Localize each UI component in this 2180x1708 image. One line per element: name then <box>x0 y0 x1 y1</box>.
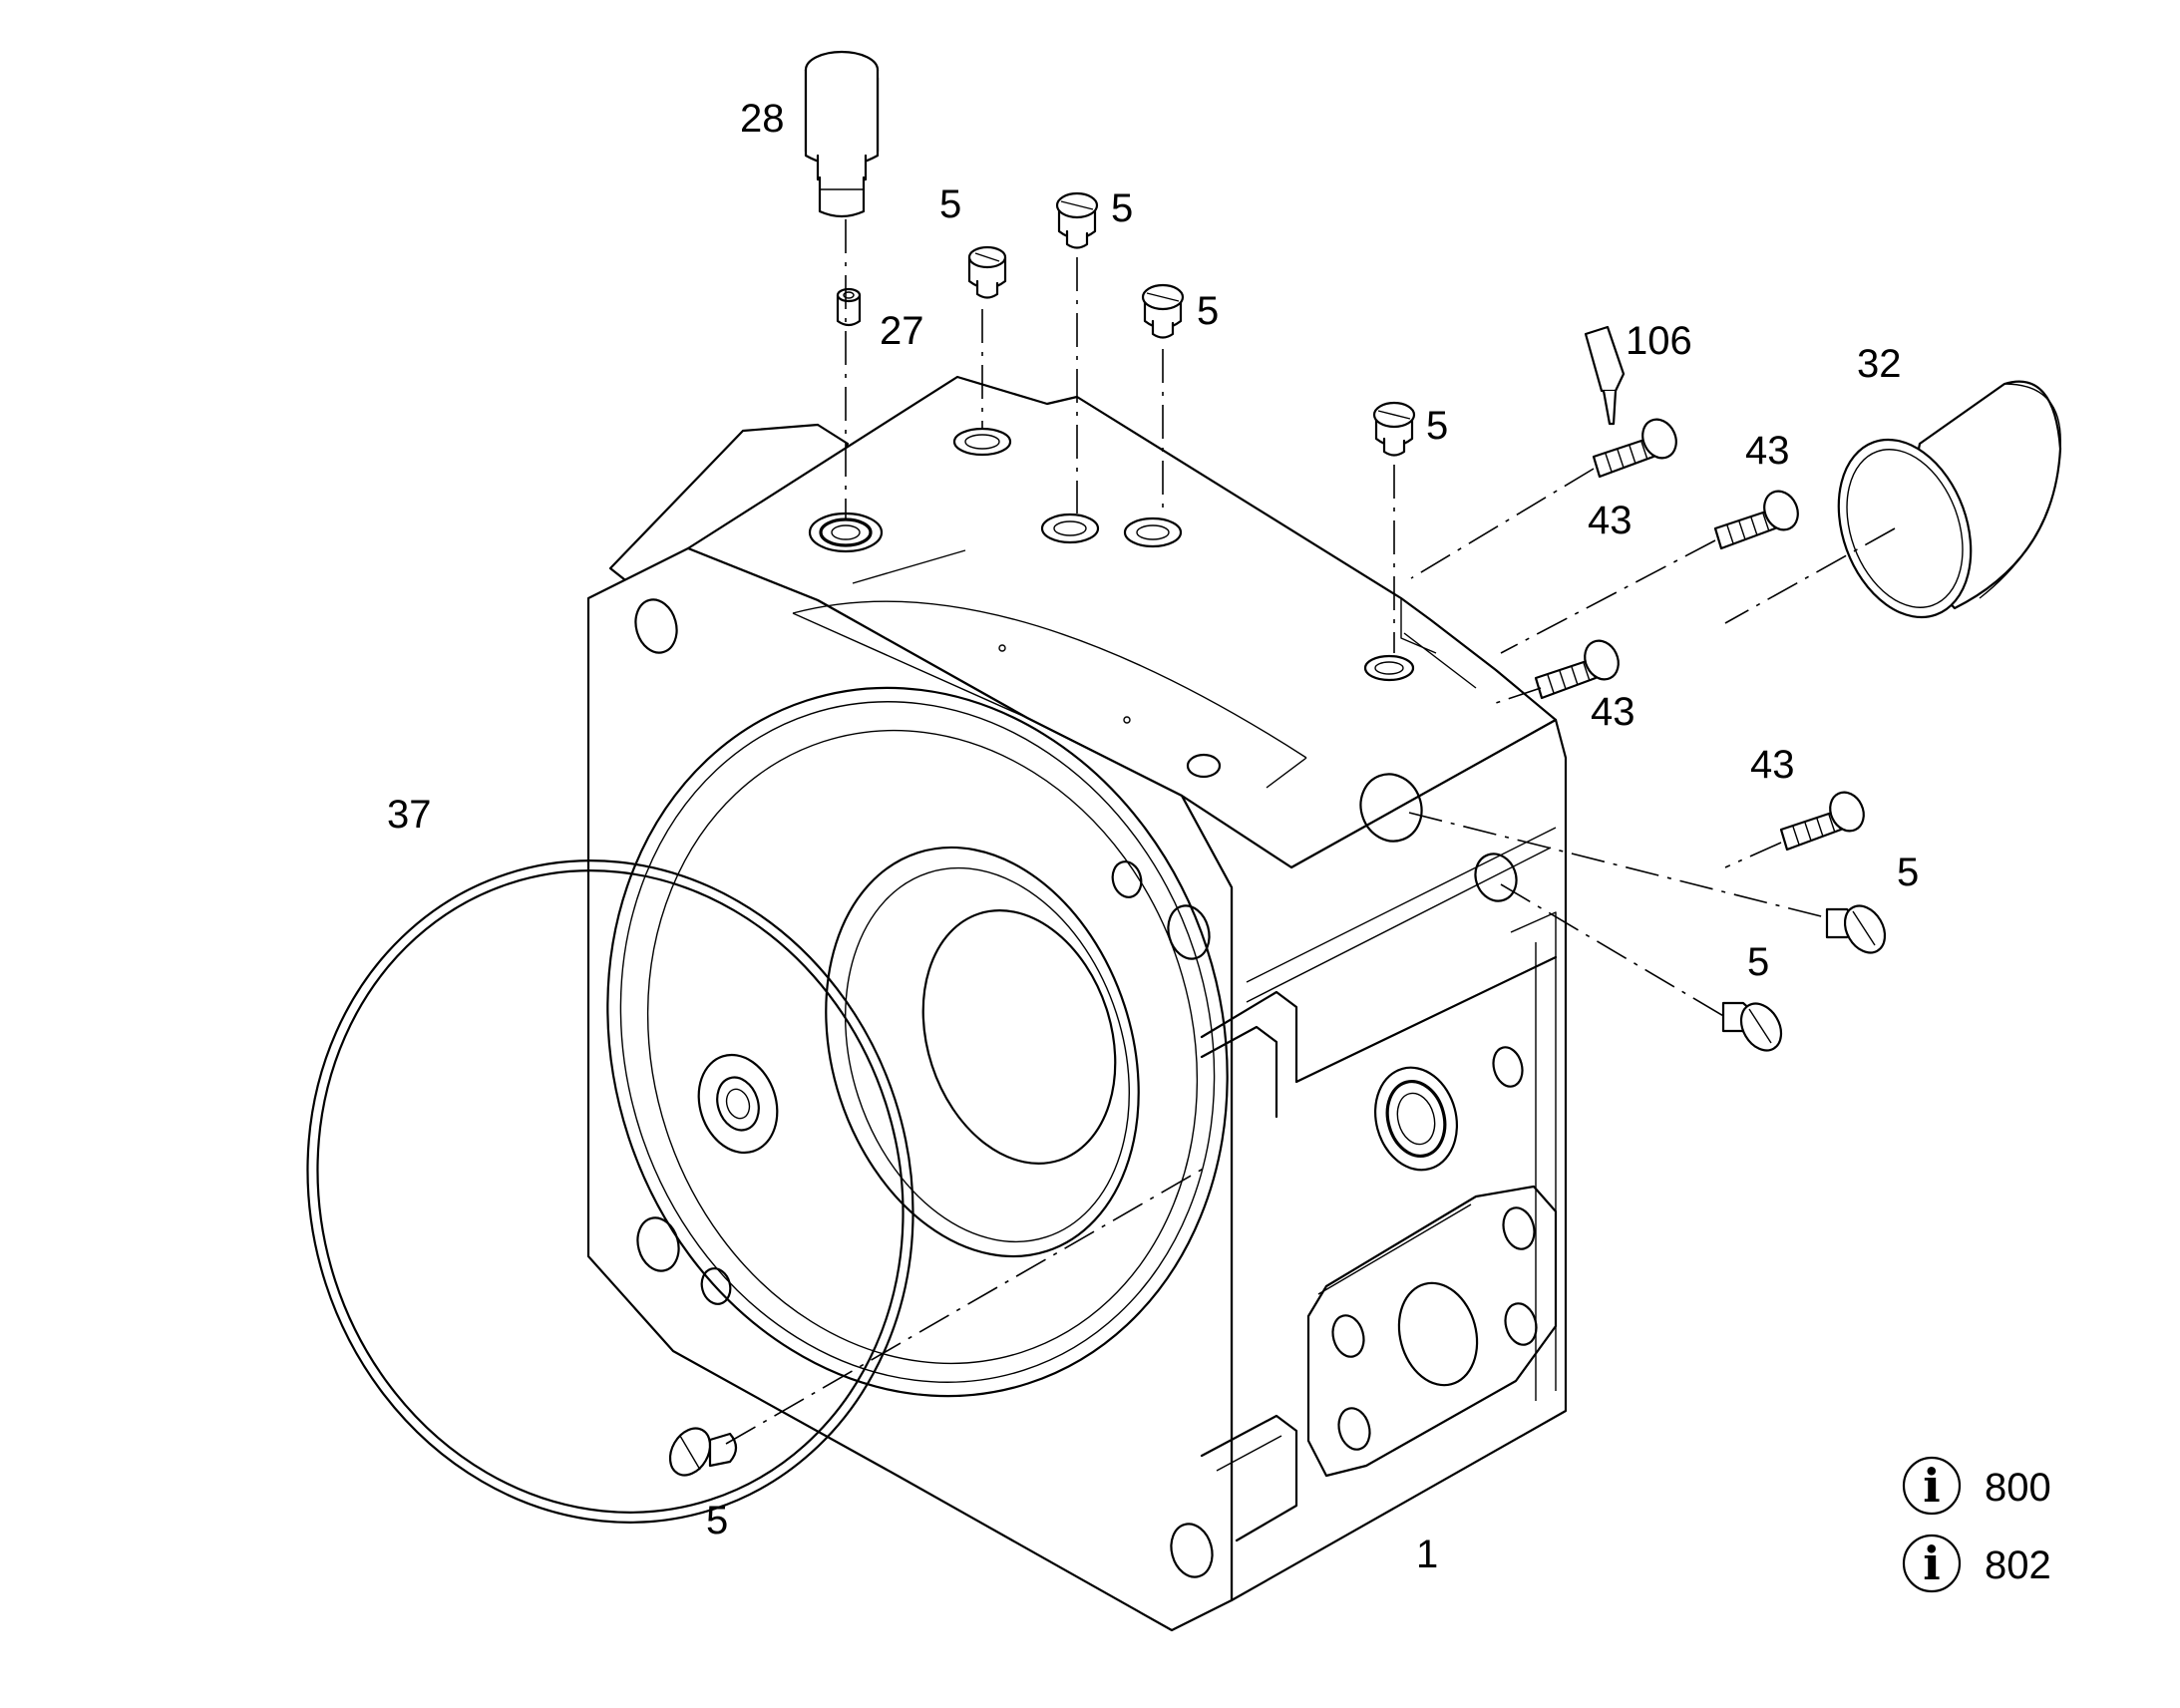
info-ref-label: 800 <box>1985 1466 2051 1510</box>
callout-5-top-left: 5 <box>939 182 961 226</box>
screw-43c <box>1534 639 1620 700</box>
screw-43a <box>1592 418 1677 479</box>
callout-27: 27 <box>880 309 924 353</box>
svg-text:i: i <box>1923 1537 1940 1590</box>
plug-5f <box>1721 1001 1783 1052</box>
o-ring <box>306 859 914 1524</box>
callout-28: 28 <box>740 97 785 141</box>
callout-5-right-upper: 5 <box>1897 851 1919 894</box>
screw-plugs <box>668 191 1887 1477</box>
callout-5-top-right: 5 <box>1197 289 1219 333</box>
housing <box>586 375 1568 1632</box>
callout-32: 32 <box>1857 342 1902 386</box>
screw-43d <box>1779 791 1865 852</box>
info-icon <box>1902 1456 1962 1516</box>
screw-43b <box>1713 490 1799 550</box>
callout-43-lower: 43 <box>1750 743 1795 787</box>
info-ref-label: 802 <box>1985 1543 2051 1587</box>
plug-5c <box>1141 283 1185 339</box>
plug-5g <box>668 1427 738 1477</box>
plug-5e <box>1825 904 1887 954</box>
glue-tube <box>1584 325 1626 426</box>
plug-5a <box>967 245 1007 299</box>
info-ref-802[interactable]: i 802 <box>1902 1534 2051 1593</box>
leader-lines <box>725 219 1896 1445</box>
plug-5b <box>1055 191 1099 249</box>
info-references: i 800 i 802 <box>1902 1456 2051 1593</box>
callout-5-top-face: 5 <box>1426 404 1448 448</box>
info-icon <box>1902 1534 1962 1593</box>
svg-text:i: i <box>1923 1459 1940 1513</box>
callout-5-right-lower: 5 <box>1747 940 1769 984</box>
callout-37: 37 <box>387 793 432 837</box>
callouts: 28 27 5 5 5 5 106 32 43 43 43 43 5 5 5 3… <box>387 97 1919 1576</box>
callout-5-bottom-left: 5 <box>706 1499 728 1542</box>
callout-106: 106 <box>1626 319 1692 363</box>
callout-5-top-middle: 5 <box>1111 186 1133 230</box>
callout-1: 1 <box>1416 1533 1438 1576</box>
plug-5d <box>1372 401 1416 457</box>
adapter <box>836 287 862 327</box>
pressure-sensor <box>804 50 880 218</box>
bearing-ring <box>1837 380 2062 619</box>
callout-43-middle: 43 <box>1591 690 1635 734</box>
callout-43-upper-right: 43 <box>1745 429 1790 473</box>
callout-43-upper-left: 43 <box>1588 499 1633 542</box>
info-ref-800[interactable]: i 800 <box>1902 1456 2051 1516</box>
cap-screws <box>1534 418 1865 852</box>
